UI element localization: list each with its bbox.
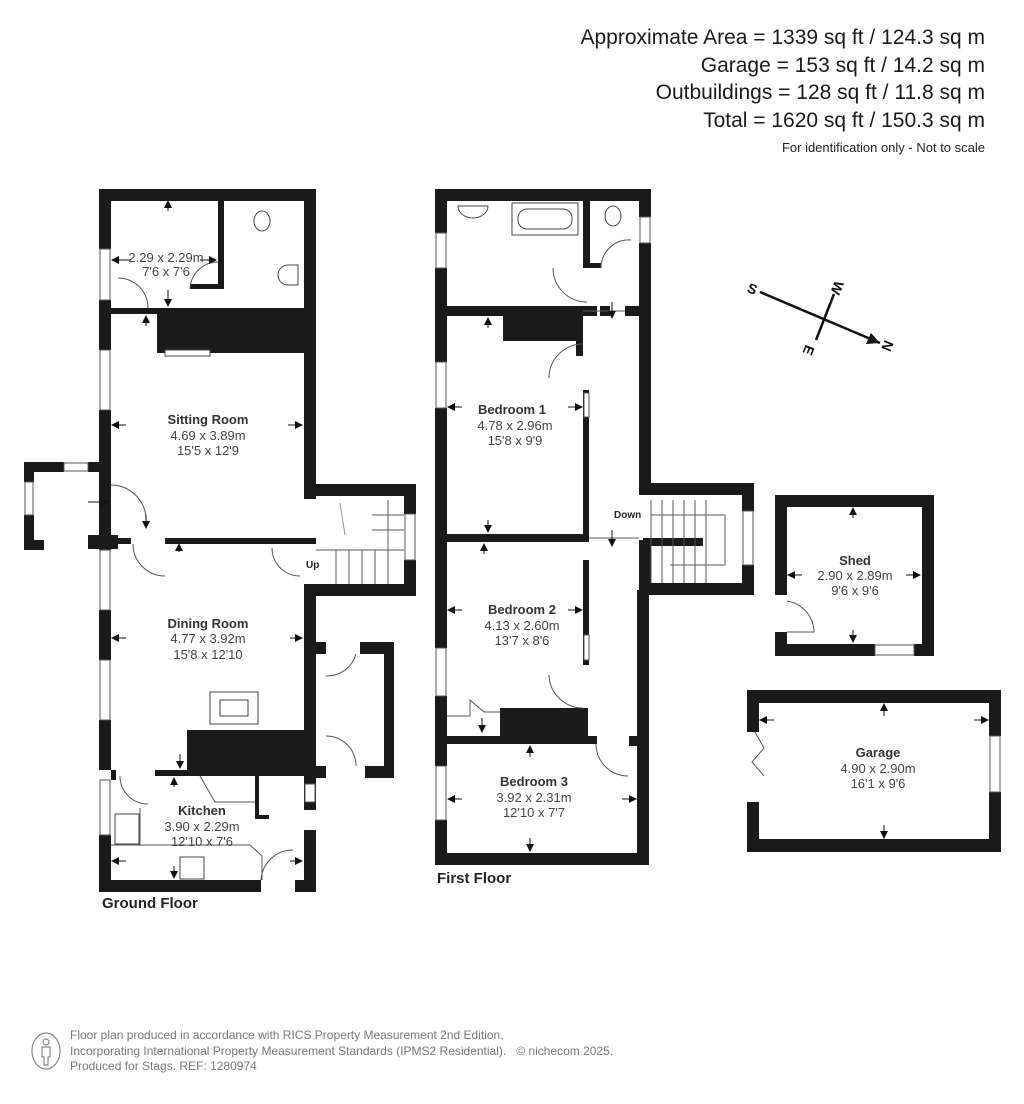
shed-label: Shed — [839, 553, 871, 568]
area-garage: Garage = 153 sq ft / 14.2 sq m — [700, 53, 985, 77]
footer-line-2: Incorporating International Property Mea… — [70, 1043, 507, 1058]
ground-floor-label: Ground Floor — [102, 895, 198, 912]
ground-floor-plan: 2.29 x 2.29m 7'6 x 7'6 Sitting Room 4.69… — [24, 189, 416, 912]
bedroom-1-label: Bedroom 1 — [478, 402, 546, 417]
kitchen-metric: 3.90 x 2.29m — [164, 819, 239, 834]
area-approximate: Approximate Area = 1339 sq ft / 124.3 sq… — [580, 26, 986, 49]
garage-label: Garage — [856, 745, 901, 760]
shed-imperial: 9'6 x 9'6 — [831, 583, 879, 598]
dining-room-imperial: 15'8 x 12'10 — [173, 647, 242, 662]
compass-west: W — [827, 279, 847, 298]
bedroom-2-imperial: 13'7 x 8'6 — [495, 633, 550, 648]
shed-plan: Shed 2.90 x 2.89m 9'6 x 9'6 — [775, 495, 934, 656]
footer-copyright: © nichecom 2025. — [516, 1043, 614, 1058]
garage-plan: Garage 4.90 x 2.90m 16'1 x 9'6 — [747, 690, 1001, 852]
footer: Floor plan produced in accordance with R… — [30, 1028, 613, 1075]
dining-room-metric: 4.77 x 3.92m — [170, 631, 245, 646]
area-summary: Approximate Area = 1339 sq ft / 124.3 sq… — [581, 24, 986, 155]
kitchen-imperial: 12'10 x 7'6 — [171, 834, 233, 849]
garage-metric: 4.90 x 2.90m — [840, 761, 915, 776]
kitchen-label: Kitchen — [178, 803, 226, 818]
sitting-room-imperial: 15'5 x 12'9 — [177, 443, 239, 458]
compass-icon: S W E N — [745, 279, 897, 358]
bedroom-3-imperial: 12'10 x 7'7 — [503, 805, 565, 820]
compass-east: E — [800, 343, 818, 358]
store-dimensions-metric: 2.29 x 2.29m — [128, 250, 203, 265]
bedroom-2-label: Bedroom 2 — [488, 602, 556, 617]
first-floor-plan: Bedroom 1 4.78 x 2.96m 15'8 x 9'9 Bedroo… — [435, 189, 754, 887]
bedroom-1-metric: 4.78 x 2.96m — [477, 418, 552, 433]
garage-imperial: 16'1 x 9'6 — [851, 776, 906, 791]
bedroom-3-label: Bedroom 3 — [500, 774, 568, 789]
compass-south: S — [745, 280, 760, 298]
area-outbuildings: Outbuildings = 128 sq ft / 11.8 sq m — [655, 81, 985, 104]
person-scale-icon — [31, 1032, 61, 1070]
dining-room-label: Dining Room — [168, 616, 249, 631]
stairs-up-label: Up — [306, 560, 319, 571]
store-dimensions-imperial: 7'6 x 7'6 — [142, 264, 190, 279]
shed-metric: 2.90 x 2.89m — [817, 568, 892, 583]
stairs-down-label: Down — [614, 510, 641, 521]
footer-line-1: Floor plan produced in accordance with R… — [70, 1028, 504, 1042]
sitting-room-label: Sitting Room — [168, 412, 249, 427]
scale-disclaimer: For identification only - Not to scale — [781, 140, 985, 155]
compass-north: N — [878, 338, 897, 353]
bedroom-2-metric: 4.13 x 2.60m — [484, 618, 559, 633]
footer-line-3: Produced for Stags. REF: 1280974 — [70, 1059, 257, 1073]
bedroom-1-imperial: 15'8 x 9'9 — [488, 433, 543, 448]
first-floor-label: First Floor — [437, 870, 511, 887]
bedroom-3-metric: 3.92 x 2.31m — [496, 790, 571, 805]
sitting-room-metric: 4.69 x 3.89m — [170, 428, 245, 443]
area-total: Total = 1620 sq ft / 150.3 sq m — [703, 108, 985, 132]
